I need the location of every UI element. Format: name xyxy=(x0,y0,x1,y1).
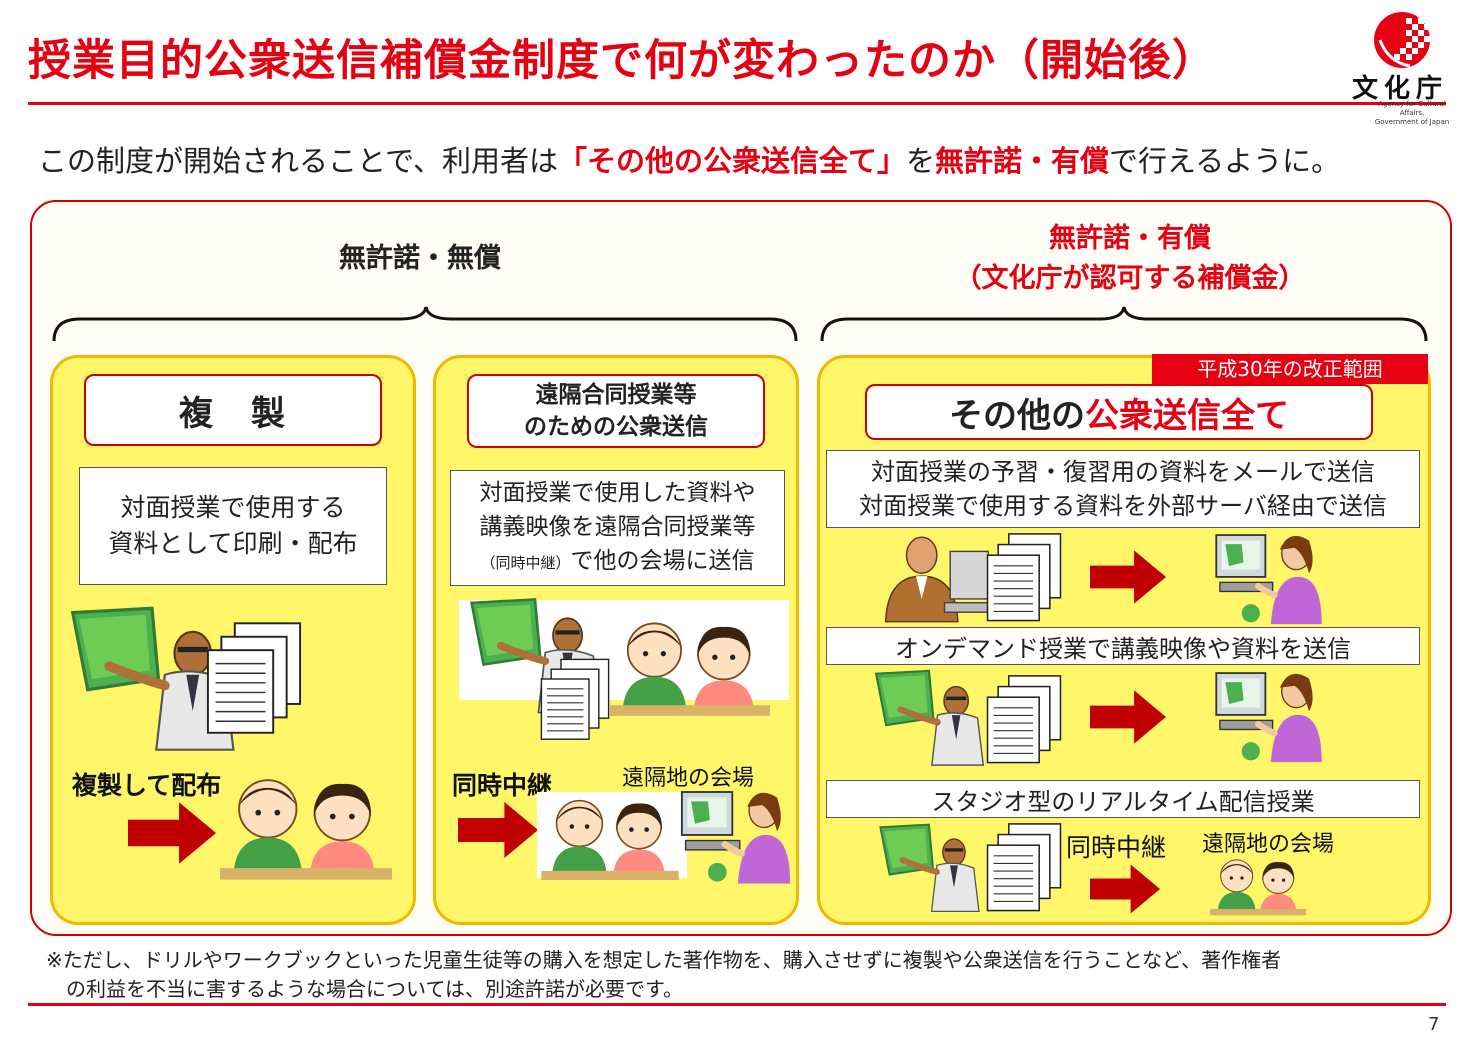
documents-icon xyxy=(540,652,610,748)
panel-copy-desc-line1: 対面授業で使用する xyxy=(120,493,346,522)
documents-icon xyxy=(986,530,1062,626)
students-icon xyxy=(1210,856,1306,916)
panel-remote-desc-simulcast: （同時中継） xyxy=(480,554,571,572)
free-section-heading: 無許諾・無償 xyxy=(339,243,501,274)
panel-copy-desc-line2: 資料として印刷・配布 xyxy=(108,529,358,558)
panel-copy-caption: 複製して配布 xyxy=(72,771,222,800)
agency-logo-subtitle-line1: Agency for Cultural Affairs, xyxy=(1378,100,1446,117)
lead-sentence: この制度が開始されることで、利用者は「その他の公衆送信全て」を無許諾・有償で行え… xyxy=(38,138,1340,180)
teacher-icon xyxy=(870,822,988,914)
arrow-right-icon xyxy=(1090,862,1160,916)
panel-remote-desc-line2: 講義映像を遠隔合同授業等 xyxy=(479,514,756,540)
agency-logo-name: 文化庁 xyxy=(1352,74,1449,104)
paid-section-subheading: （文化庁が認可する補償金） xyxy=(954,263,1306,294)
paid-section-heading: 無許諾・有償 xyxy=(1049,223,1211,254)
panel-copy-title: 複 製 xyxy=(84,374,382,446)
remote-viewer-icon xyxy=(1210,526,1328,626)
documents-icon xyxy=(206,614,302,744)
arrow-right-icon xyxy=(128,800,216,866)
teacher-icon xyxy=(870,668,988,768)
panel-remote-title-line2: のための公衆送信 xyxy=(524,414,708,440)
case-server-line: 対面授業で使用する資料を外部サーバ経由で送信 xyxy=(859,492,1387,520)
remote-viewer-icon xyxy=(1210,664,1328,764)
students-icon xyxy=(220,774,392,880)
panel-remote-caption-simulcast: 同時中継 xyxy=(452,771,553,800)
panel-other-title-highlight: 公衆送信全て xyxy=(1085,395,1289,436)
left-brace-icon xyxy=(52,306,798,342)
lead-part-1: この制度が開始されることで、利用者は xyxy=(38,144,558,178)
arrow-right-icon xyxy=(1090,548,1166,606)
panel-other-caption-simulcast: 同時中継 xyxy=(1066,833,1167,862)
case-email-line: 対面授業の予習・復習用の資料をメールで送信 xyxy=(871,458,1375,486)
remote-viewer-icon xyxy=(680,782,792,886)
agency-logo-mark-icon xyxy=(1374,12,1430,68)
panel-remote-title-line1: 遠隔合同授業等 xyxy=(535,382,697,408)
footer-divider xyxy=(28,1003,1446,1006)
lead-highlight-paid: 無許諾・有償 xyxy=(935,144,1110,178)
right-brace-icon xyxy=(820,306,1428,342)
lead-part-5: で行えるように。 xyxy=(1109,144,1341,178)
title-divider xyxy=(28,102,1446,105)
panel-copy-description: 対面授業で使用する 資料として印刷・配布 xyxy=(79,467,387,585)
panel-remote-desc-line1: 対面授業で使用した資料や xyxy=(479,480,756,506)
lead-highlight-scope: 「その他の公衆送信全て」 xyxy=(557,144,906,178)
arrow-right-icon xyxy=(458,800,538,860)
lead-part-3: を xyxy=(906,144,936,178)
panel-remote-desc-send: で他の会場に送信 xyxy=(570,548,755,574)
footnote: ※ただし、ドリルやワークブックといった児童生徒等の購入を想定した著作物を、購入さ… xyxy=(46,946,1281,1004)
agency-logo-subtitle: Agency for Cultural Affairs, Government … xyxy=(1372,100,1452,127)
panel-remote-desc-line3: （同時中継）で他の会場に送信 xyxy=(480,544,754,580)
panel-remote-caption-remote-venue: 遠隔地の会場 xyxy=(622,766,755,791)
panel-remote-description: 対面授業で使用した資料や 講義映像を遠隔合同授業等 （同時中継）で他の会場に送信 xyxy=(450,470,785,586)
panel-other-title: その他の公衆送信全て xyxy=(865,384,1373,440)
page-title: 授業目的公衆送信補償金制度で何が変わったのか（開始後） xyxy=(28,36,1216,86)
panel-other-title-prefix: その他の xyxy=(949,395,1085,436)
students-icon xyxy=(540,796,680,880)
documents-icon xyxy=(986,822,1062,914)
students-icon xyxy=(610,618,770,716)
documents-icon xyxy=(986,672,1062,768)
footnote-line1: ※ただし、ドリルやワークブックといった児童生徒等の購入を想定した著作物を、購入さ… xyxy=(46,948,1282,972)
arrow-right-icon xyxy=(1090,688,1166,746)
case-studio-live: スタジオ型のリアルタイム配信授業 xyxy=(826,780,1420,818)
agency-logo xyxy=(1340,10,1450,122)
panel-remote-title: 遠隔合同授業等 のための公衆送信 xyxy=(467,374,765,448)
footnote-line2: の利益を不当に害するような場合については、別途許諾が必要です。 xyxy=(66,977,683,1001)
panel-other-caption-remote-venue: 遠隔地の会場 xyxy=(1202,832,1335,857)
case-on-demand: オンデマンド授業で講義映像や資料を送信 xyxy=(826,627,1420,665)
office-worker-icon xyxy=(878,530,992,626)
case-email-server: 対面授業の予習・復習用の資料をメールで送信 対面授業で使用する資料を外部サーバ経… xyxy=(826,450,1420,528)
revision-scope-badge: 平成30年の改正範囲 xyxy=(1152,354,1428,384)
page-number: 7 xyxy=(1428,1014,1440,1035)
agency-logo-subtitle-line2: Government of Japan xyxy=(1374,118,1450,126)
